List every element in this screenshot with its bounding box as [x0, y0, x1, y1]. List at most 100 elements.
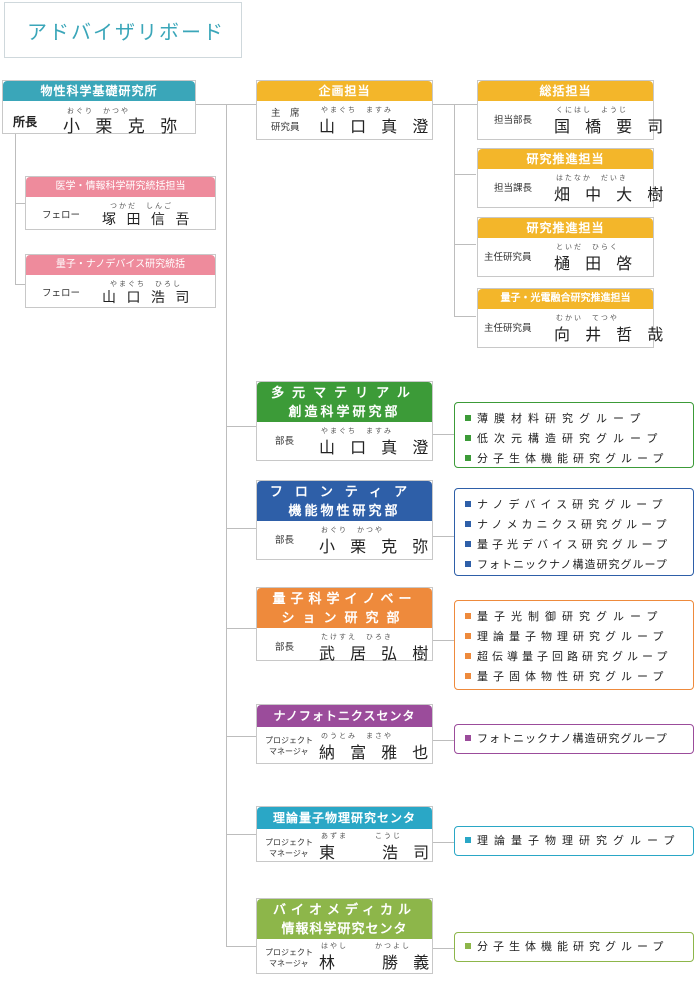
- group-item[interactable]: ナノデバイス研究グループ: [465, 495, 687, 515]
- bullet-square-icon: [465, 541, 471, 547]
- lab-name: 武 居 弘 樹: [319, 644, 434, 663]
- lab-box[interactable]: ナノフォトニクスセンタ プロジェクト マネージャ のうとみ まさや 納 富 雅 …: [256, 704, 433, 764]
- bullet-square-icon: [465, 613, 471, 619]
- connector: [226, 426, 256, 427]
- staff-box[interactable]: 総括担当 担当部長 くにはし ようじ 国 橋 要 司: [477, 80, 663, 140]
- group-item[interactable]: 分子生体機能研究グループ: [465, 449, 687, 469]
- staff-header: 研究推進担当: [478, 218, 653, 238]
- group-item[interactable]: 薄膜材料研究グループ: [465, 409, 687, 429]
- lab-ruby: やまぐち ますみ: [321, 427, 393, 435]
- lab-box[interactable]: フロンティア 機能物性研究部 部長 おぐり かつや 小 栗 克 弥: [256, 480, 433, 560]
- staff-header: 研究推進担当: [478, 149, 653, 169]
- group-item[interactable]: 量子光デバイス研究グループ: [465, 535, 687, 555]
- connector: [454, 174, 476, 175]
- bullet-square-icon: [465, 837, 471, 843]
- connector: [226, 736, 256, 737]
- planning-box[interactable]: 企画担当 主 席 研究員 やまぐち ますみ 山 口 真 澄: [256, 80, 433, 140]
- connector: [454, 244, 476, 245]
- lab-box[interactable]: バイオメディカル 情報科学研究センタ プロジェクト マネージャ はやし かつよし…: [256, 898, 433, 974]
- group-item[interactable]: 量子光制御研究グループ: [465, 607, 687, 627]
- connector: [226, 628, 256, 629]
- staff-name: 樋 田 啓: [554, 254, 638, 273]
- connector: [15, 203, 25, 204]
- lab-ruby: のうとみ まさや: [321, 732, 393, 740]
- connector: [433, 842, 454, 843]
- director-ruby: おぐり かつや: [67, 107, 130, 115]
- bullet-square-icon: [465, 673, 471, 679]
- connector: [433, 640, 454, 641]
- staff-box[interactable]: 研究推進担当 主任研究員 といだ ひらく 樋 田 啓: [477, 217, 654, 277]
- group-item[interactable]: フォトニックナノ構造研究グループ: [465, 555, 687, 575]
- lab-header-line2: 創造科学研究部: [288, 405, 401, 420]
- lab-box[interactable]: 多元マテリアル 創造科学研究部 部長 やまぐち ますみ 山 口 真 澄: [256, 381, 433, 461]
- director-name: 小 栗 克 弥: [63, 117, 183, 137]
- connector: [433, 434, 454, 435]
- staff-ruby: むかい てつや: [556, 314, 619, 322]
- bullet-square-icon: [465, 455, 471, 461]
- connector: [226, 104, 227, 946]
- fellow-ruby: やまぐち ひろし: [110, 280, 182, 288]
- group-item[interactable]: 理論量子物理研究グループ: [465, 627, 687, 647]
- lab-header-line1: 多元マテリアル: [271, 386, 418, 401]
- bullet-square-icon: [465, 435, 471, 441]
- bullet-square-icon: [465, 521, 471, 527]
- lab-header-line1: フロンティア: [269, 485, 420, 500]
- group-item[interactable]: フォトニックナノ構造研究グループ: [465, 729, 687, 749]
- connector: [15, 284, 25, 285]
- group-item[interactable]: 理論量子物理研究グループ: [465, 831, 687, 851]
- lab-role-bottom: マネージャ: [269, 747, 309, 756]
- connector: [226, 528, 256, 529]
- lab-role: 部長: [275, 436, 295, 447]
- lab-name: 林 勝 義: [319, 953, 435, 972]
- connector: [433, 104, 477, 105]
- lab-box[interactable]: 量子科学イノベー ション研究部 部長 たけすえ ひろき 武 居 弘 樹: [256, 587, 434, 663]
- group-item[interactable]: 超伝導量子回路研究グループ: [465, 647, 687, 667]
- staff-ruby: はたなか だいき: [556, 174, 628, 182]
- connector: [226, 834, 256, 835]
- fellow-box[interactable]: 量子・ナノデバイス研究統括 フェロー やまぐち ひろし 山 口 浩 司: [25, 254, 216, 308]
- staff-header: 量子・光電融合研究推進担当: [478, 289, 653, 309]
- staff-role: 担当部長: [494, 115, 533, 126]
- lab-header: 理論量子物理研究センタ: [257, 807, 432, 829]
- lab-header-line2: 情報科学研究センタ: [281, 922, 408, 937]
- connector: [433, 740, 454, 741]
- lab-role: 部長: [275, 535, 295, 546]
- connector: [454, 316, 476, 317]
- planning-name: 山 口 真 澄: [319, 117, 434, 136]
- lab-role-top: プロジェクト: [265, 948, 313, 957]
- group-list: 理論量子物理研究グループ: [454, 826, 694, 856]
- fellow-name: 山 口 浩 司: [102, 290, 193, 306]
- staff-box[interactable]: 量子・光電融合研究推進担当 主任研究員 むかい てつや 向 井 哲 哉: [477, 288, 663, 348]
- bullet-square-icon: [465, 561, 471, 567]
- lab-header: バイオメディカル 情報科学研究センタ: [257, 899, 432, 939]
- lab-header-line1: バイオメディカル: [272, 903, 417, 918]
- group-list: ナノデバイス研究グループ ナノメカニクス研究グループ 量子光デバイス研究グループ…: [454, 488, 694, 576]
- group-item[interactable]: 量子固体物性研究グループ: [465, 667, 687, 687]
- group-item[interactable]: ナノメカニクス研究グループ: [465, 515, 687, 535]
- lab-name: 東 浩 司: [319, 843, 435, 862]
- advisory-board[interactable]: アドバイザリボード: [4, 2, 242, 58]
- group-item[interactable]: 分子生体機能研究グループ: [465, 937, 687, 957]
- lab-header: フロンティア 機能物性研究部: [257, 481, 432, 521]
- group-list: フォトニックナノ構造研究グループ: [454, 724, 694, 754]
- lab-header: ナノフォトニクスセンタ: [257, 705, 432, 727]
- staff-box[interactable]: 研究推進担当 担当課長 はたなか だいき 畑 中 大 樹: [477, 148, 663, 208]
- staff-name: 向 井 哲 哉: [554, 325, 669, 344]
- lab-role-bottom: マネージャ: [269, 959, 309, 968]
- bullet-square-icon: [465, 943, 471, 949]
- fellow-box[interactable]: 医学・情報科学研究統括担当 フェロー つかだ しんご 塚 田 信 吾: [25, 176, 216, 230]
- lab-header: 量子科学イノベー ション研究部: [257, 588, 432, 628]
- lab-box[interactable]: 理論量子物理研究センタ プロジェクト マネージャ あずま こうじ 東 浩 司: [256, 806, 433, 862]
- lab-role-bottom: マネージャ: [269, 849, 309, 858]
- bullet-square-icon: [465, 501, 471, 507]
- group-item[interactable]: 低次元構造研究グループ: [465, 429, 687, 449]
- planning-header: 企画担当: [257, 81, 432, 101]
- director-box[interactable]: 物性科学基礎研究所 所長 おぐり かつや 小 栗 克 弥: [2, 80, 196, 137]
- fellow-role: フェロー: [42, 288, 81, 299]
- fellow-role: フェロー: [42, 210, 81, 221]
- fellow-header: 医学・情報科学研究統括担当: [26, 177, 215, 197]
- connector: [433, 948, 454, 949]
- group-list: 分子生体機能研究グループ: [454, 932, 694, 962]
- director-role: 所長: [13, 115, 38, 129]
- lab-role-top: プロジェクト: [265, 736, 313, 745]
